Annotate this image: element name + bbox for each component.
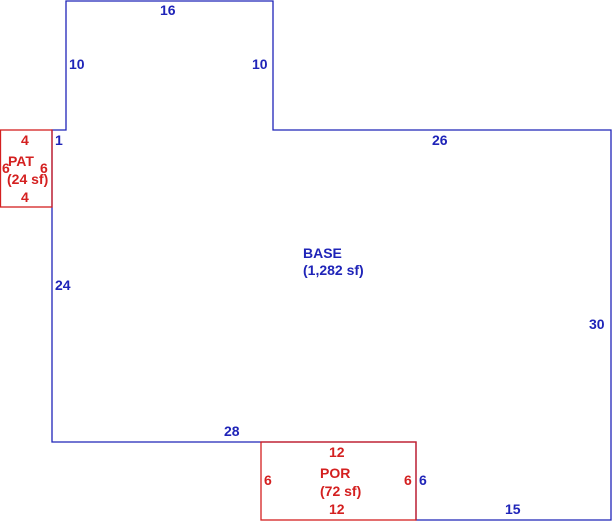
porch-right-dimension: 6 [404,472,412,488]
base-area-size: (1,282 sf) [303,262,364,278]
patio-bottom-dimension: 4 [21,189,29,205]
base-left-dimension: 24 [55,277,71,293]
porch-area-outline [260,441,417,521]
porch-area-size: (72 sf) [320,483,362,499]
base-right-dimension: 30 [589,316,605,332]
porch-left-dimension: 6 [264,472,272,488]
base-area-name: BASE [303,245,342,261]
base-bottom-left-dimension: 28 [224,423,240,439]
base-step-right-dimension: 26 [432,132,448,148]
base-porch-side-dimension: 6 [419,472,427,488]
base-step-left-dimension: 1 [55,132,63,148]
patio-area-name: PAT [8,153,34,169]
porch-bottom-dimension: 12 [329,501,345,517]
patio-area-size: (24 sf) [7,171,49,187]
patio-left-dimension: 6 [2,160,10,176]
patio-area-outline [0,129,53,208]
base-upper-left-dimension: 10 [69,56,85,72]
base-top-dimension: 16 [160,2,176,18]
patio-right-dimension: 6 [40,160,48,176]
porch-top-dimension: 12 [329,444,345,460]
base-upper-inner-dimension: 10 [252,56,268,72]
porch-area-name: POR [320,465,351,481]
base-bottom-right-dimension: 15 [505,501,521,517]
patio-top-dimension: 4 [21,132,29,148]
